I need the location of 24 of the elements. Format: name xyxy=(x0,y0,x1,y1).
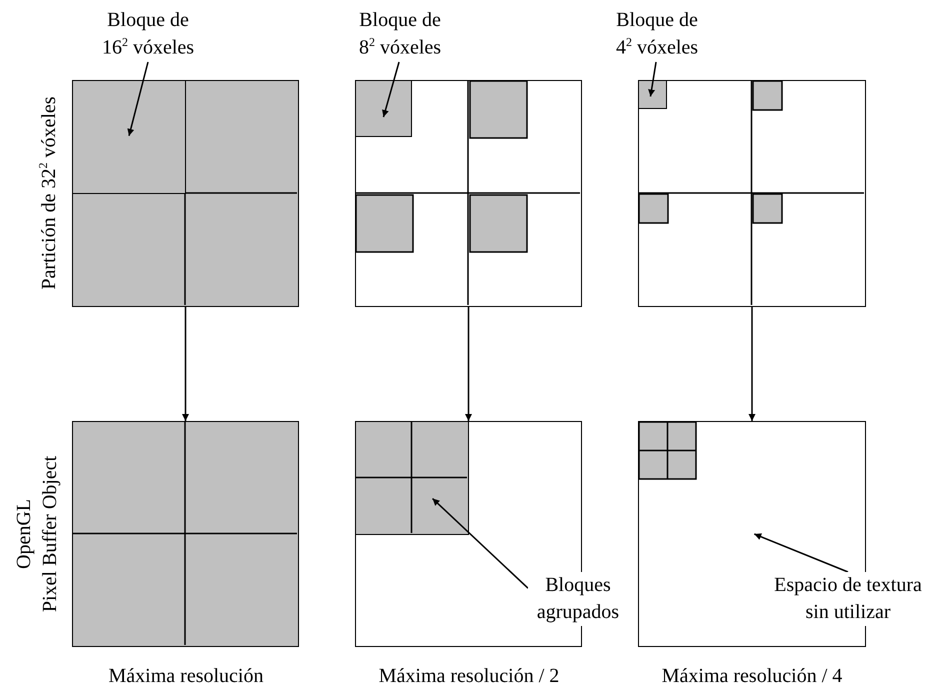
arrow xyxy=(465,307,472,421)
arrow xyxy=(182,307,189,421)
annotation-text: Bloque de 4$^{2}$ vóxeles xyxy=(609,6,705,62)
arrow xyxy=(748,307,756,421)
column-caption: Máxima resolución / 2 xyxy=(378,666,560,686)
leader-arrow xyxy=(648,62,657,97)
voxel-block xyxy=(72,80,186,194)
column-caption: Máxima resolución / 4 xyxy=(662,666,842,686)
voxel-block xyxy=(354,420,468,534)
row-label: OpenGL xyxy=(14,499,34,569)
leader-arrow xyxy=(754,533,848,573)
voxel-grid xyxy=(72,80,299,307)
voxel-grid xyxy=(355,80,582,307)
voxel-grid xyxy=(638,80,866,307)
column-caption: Máxima resolución xyxy=(108,666,264,686)
row-label: Pixel Buffer Object xyxy=(40,456,60,612)
leader-arrow xyxy=(127,62,149,136)
annotation-text: Bloque de 16$^{2}$ vóxeles xyxy=(96,6,200,62)
leader-arrow xyxy=(432,498,529,589)
voxel-block xyxy=(638,80,666,108)
voxel-grid xyxy=(72,421,299,647)
leader-arrow xyxy=(382,62,400,118)
voxel-block xyxy=(354,80,412,136)
annotation-text: Bloque de 8$^{2}$ vóxeles xyxy=(352,6,448,62)
